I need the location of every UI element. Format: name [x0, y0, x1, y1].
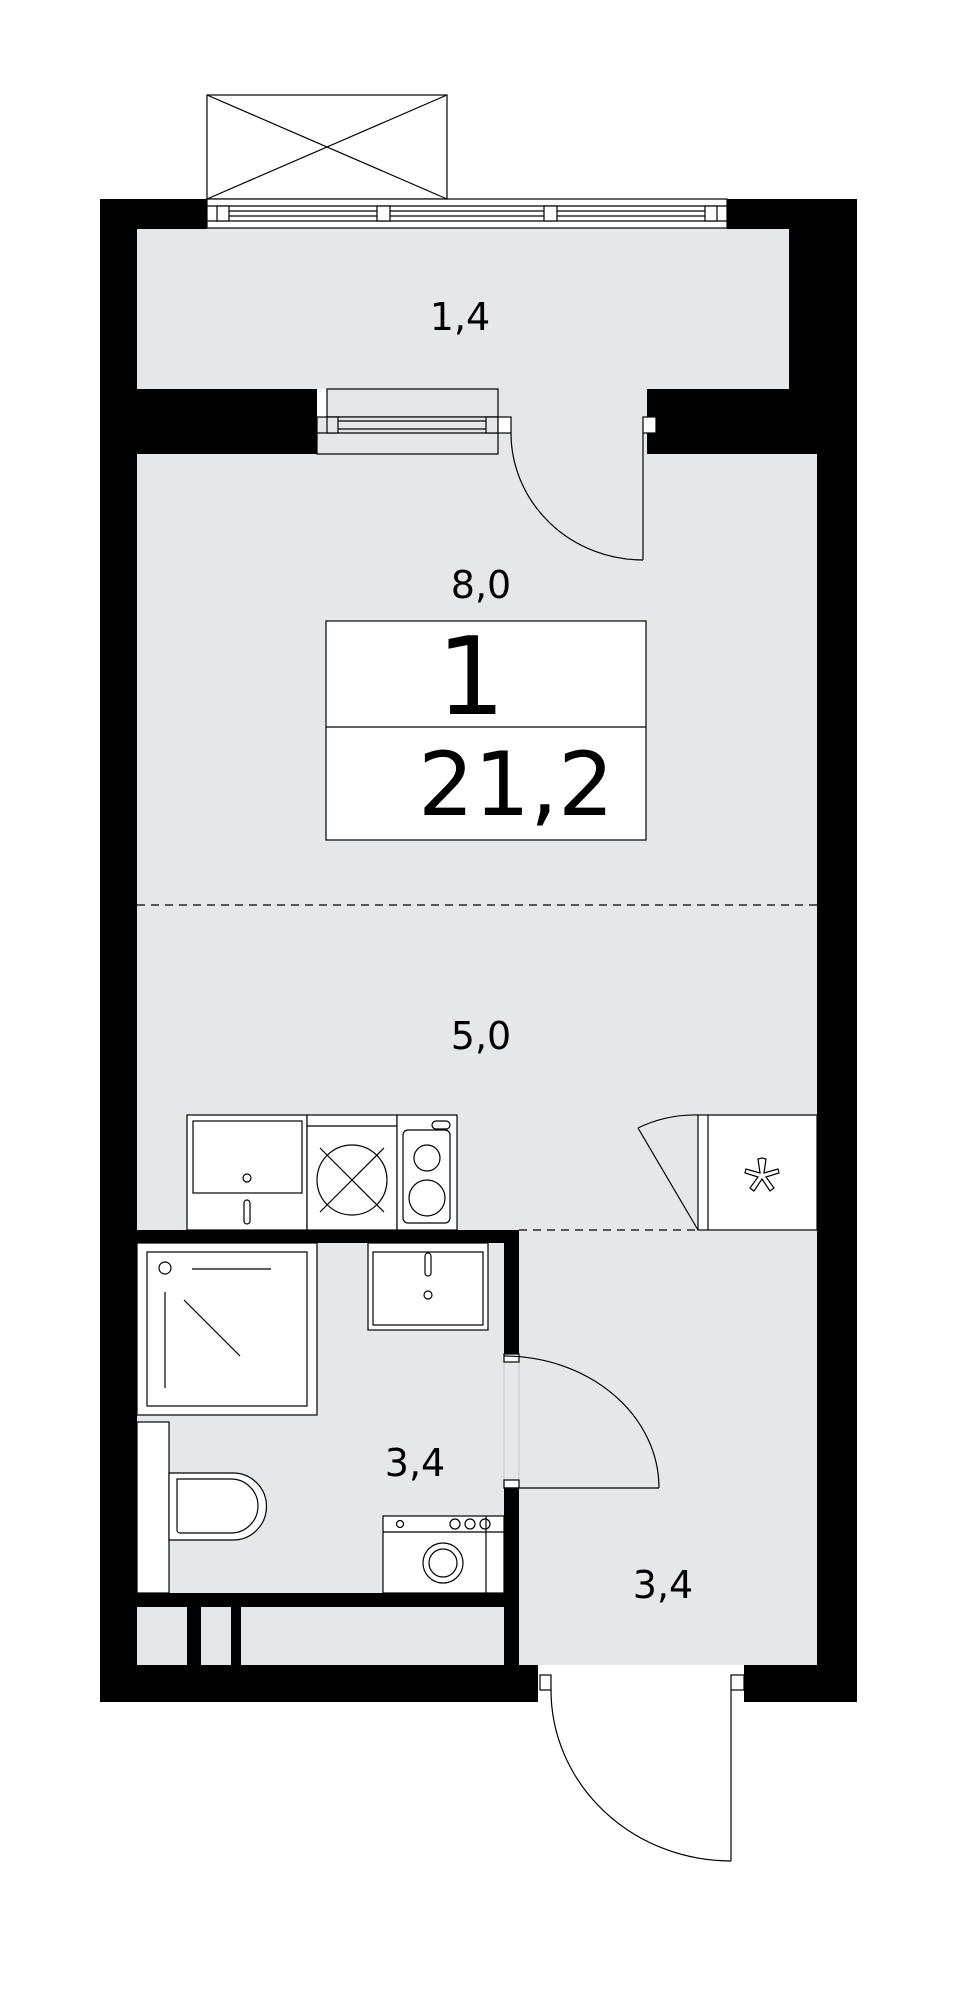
- bathroom-area-label: 3,4: [385, 1441, 445, 1485]
- inner-window: [316, 388, 657, 455]
- balcony-storage: [206, 94, 448, 200]
- burner-icon: [413, 1144, 441, 1172]
- hall-area-label: 3,4: [633, 1563, 693, 1607]
- balcony-door[interactable]: [510, 432, 644, 561]
- total-area: 21,2: [418, 733, 614, 836]
- balcony-area-label: 1,4: [430, 295, 490, 339]
- door-opening-floor: [498, 389, 647, 454]
- balcony-floor: [134, 228, 789, 389]
- snowflake-icon: [744, 1157, 780, 1192]
- bathroom-sink: [367, 1242, 489, 1331]
- fridge: [637, 1114, 818, 1231]
- washing-machine: [382, 1515, 505, 1594]
- burner-icon: [408, 1179, 446, 1217]
- living-area-label: 8,0: [451, 563, 511, 607]
- toilet: [136, 1421, 268, 1594]
- shower: [136, 1242, 318, 1416]
- balcony-window: [206, 198, 728, 229]
- kitchen-counter: [186, 1114, 458, 1231]
- rooms-count: 1: [437, 615, 506, 740]
- walls: [100, 199, 857, 1702]
- entrance-door[interactable]: [539, 1674, 745, 1862]
- bathroom-door[interactable]: [503, 1353, 660, 1489]
- kitchen-area-label: 5,0: [451, 1014, 511, 1058]
- summary-box: [325, 620, 647, 841]
